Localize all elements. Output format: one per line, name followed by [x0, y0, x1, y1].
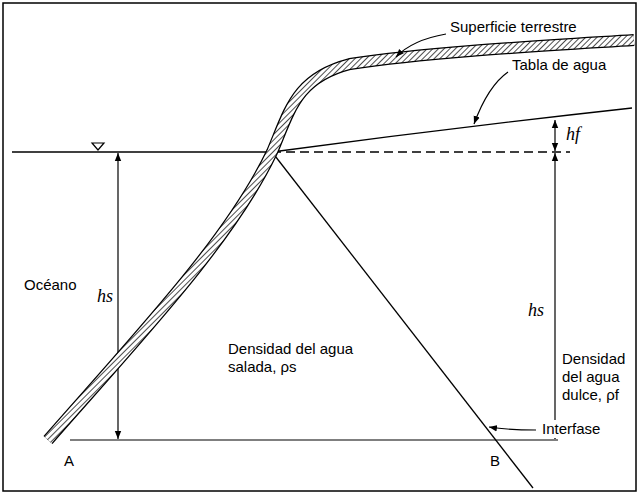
interface-line	[272, 152, 533, 488]
water-table-label: Tabla de agua	[512, 56, 606, 74]
land-surface	[48, 40, 634, 440]
region-label: Densidad del agua dulce, ρf	[562, 350, 634, 404]
interface-label: Interfase	[540, 420, 602, 438]
region-label: Densidad del agua salada, ρs	[228, 340, 356, 376]
ocean-label: Océano	[24, 276, 77, 294]
dimension-label: hs	[528, 300, 544, 322]
leader-line	[489, 427, 536, 430]
point-label: A	[64, 452, 74, 470]
hs-dimension	[554, 153, 555, 439]
point-label: B	[490, 452, 500, 470]
dimension-label: hs	[97, 286, 113, 308]
hs-dimension	[117, 153, 118, 439]
sea-level	[12, 151, 272, 152]
water-table	[272, 108, 632, 152]
hf-dimension	[554, 120, 555, 151]
datum-line	[70, 439, 558, 440]
leader-line	[474, 72, 508, 124]
frame	[3, 3, 636, 491]
water-level-symbol	[92, 143, 104, 150]
leader-line	[396, 34, 446, 57]
dimension-label: hf	[566, 124, 580, 146]
surface-label: Superficie terrestre	[450, 18, 577, 36]
sea-level-extension	[272, 151, 570, 152]
